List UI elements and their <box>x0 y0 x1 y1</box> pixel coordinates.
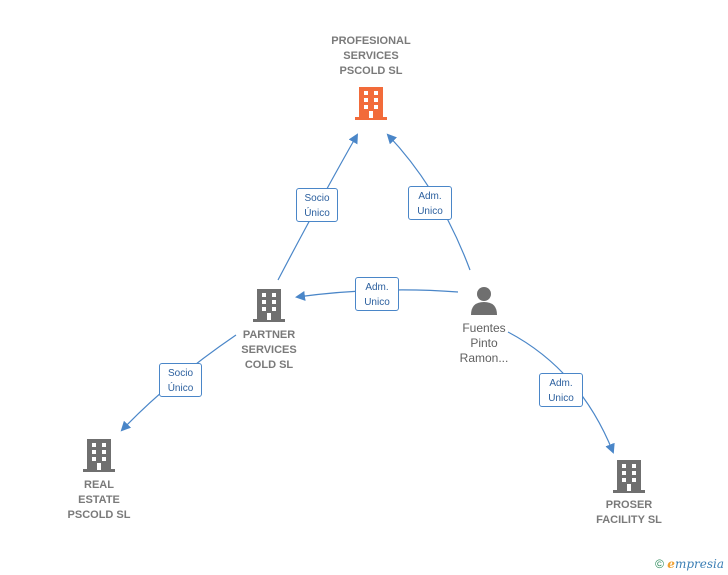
brand-logo: empresia <box>667 557 724 571</box>
node-label: PROFESIONAL SERVICES PSCOLD SL <box>331 35 411 77</box>
copyright-icon: © <box>655 557 664 571</box>
edge-label-adm-unico[interactable]: Adm. Unico <box>408 186 452 220</box>
node-label: PROSER FACILITY SL <box>596 499 662 526</box>
building-icon <box>253 289 285 322</box>
footer-brand: © empresia <box>655 557 724 571</box>
edge-label-socio-unico[interactable]: Socio Único <box>159 363 202 397</box>
edge-label-adm-unico[interactable]: Adm. Unico <box>355 277 399 311</box>
node-label: Fuentes Pinto Ramon... <box>459 321 509 365</box>
node-label: REAL ESTATE PSCOLD SL <box>67 479 131 521</box>
node-label: PARTNER SERVICES COLD SL <box>241 329 297 371</box>
building-icon <box>355 87 387 120</box>
person-icon <box>471 287 497 315</box>
edge-label-adm-unico[interactable]: Adm. Unico <box>539 373 583 407</box>
building-icon <box>83 439 115 472</box>
building-icon <box>613 460 645 493</box>
edge-label-socio-unico[interactable]: Socio Único <box>296 188 338 222</box>
